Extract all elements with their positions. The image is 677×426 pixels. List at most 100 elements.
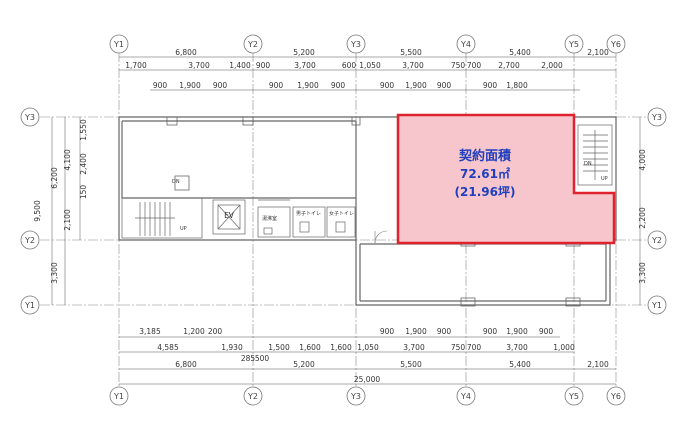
dim-bot3-3: 5,400 <box>509 360 531 369</box>
dim-right-0: 4,000 <box>638 149 647 171</box>
dim-top2-3: 900 <box>256 61 271 70</box>
dim-top2-10: 2,700 <box>498 61 520 70</box>
dim-top3-2: 900 <box>213 81 228 90</box>
axis-top-y5: Y5 <box>568 40 579 49</box>
bottom-axis-bubbles <box>109 386 626 406</box>
dim-bot2-2: 1,500 <box>268 343 290 352</box>
dim-top2-11: 2,000 <box>541 61 563 70</box>
dim-top2-4: 3,700 <box>294 61 316 70</box>
contract-area-tsubo: (21.96坪) <box>455 185 516 199</box>
contract-area-m2: 72.61㎡ <box>460 166 510 181</box>
dim-left-outer: 9,500 <box>33 200 42 222</box>
dim-bot3-2: 5,500 <box>400 360 422 369</box>
axis-top-y2: Y2 <box>247 40 258 49</box>
axis-top-y3: Y3 <box>350 40 361 49</box>
dim-top1-3: 5,400 <box>509 48 531 57</box>
axis-left-y2: Y2 <box>24 236 35 245</box>
dim-bot2b-1: 500 <box>255 354 270 363</box>
dim-top3-8: 900 <box>437 81 452 90</box>
dim-top3-6: 900 <box>380 81 395 90</box>
dim-left-in-3: 150 <box>79 185 88 200</box>
dim-top1-4: 2,100 <box>587 48 609 57</box>
stair-dn-label: DN <box>172 179 180 185</box>
axis-top-y1: Y1 <box>113 40 124 49</box>
dim-bot1-1: 1,200 <box>183 327 205 336</box>
dim-bot3-1: 5,200 <box>293 360 315 369</box>
dim-top3-7: 1,900 <box>405 81 427 90</box>
stair-up-label: UP <box>180 226 187 232</box>
dim-top3-3: 900 <box>269 81 284 90</box>
axis-top-y6: Y6 <box>610 40 621 49</box>
core-area <box>121 197 356 239</box>
left-axis-bubbles <box>20 107 40 315</box>
axis-left-y1: Y1 <box>24 301 35 310</box>
stair-right-up-label: UP <box>601 176 608 182</box>
dim-bot3-0: 6,800 <box>175 360 197 369</box>
toilet-f-label: 女子トイレ <box>329 210 354 217</box>
dim-right-1: 2,200 <box>638 207 647 229</box>
dim-top3-10: 1,800 <box>506 81 528 90</box>
dim-bot2-8: 700 <box>467 343 482 352</box>
dim-bot1-2: 200 <box>208 327 223 336</box>
stair-right <box>577 124 613 186</box>
axis-top-y4: Y4 <box>460 40 471 49</box>
toilet-m-label: 男子トイレ <box>296 210 321 217</box>
dim-total: 25,000 <box>354 375 380 384</box>
door-swing <box>374 230 388 244</box>
dim-top3-5: 900 <box>331 81 346 90</box>
dim-bot2-0: 4,585 <box>157 343 179 352</box>
dim-bot1-3: 900 <box>380 327 395 336</box>
dim-top2-8: 750 <box>451 61 466 70</box>
dim-top2-9: 700 <box>467 61 482 70</box>
dim-bot3-4: 2,100 <box>587 360 609 369</box>
dim-bot2-1: 1,930 <box>221 343 243 352</box>
dim-top2-6: 1,050 <box>359 61 381 70</box>
dim-top1-2: 5,500 <box>400 48 422 57</box>
axis-right-y2: Y2 <box>651 236 662 245</box>
dim-top2-2: 1,400 <box>229 61 251 70</box>
dim-bot1-4: 1,900 <box>405 327 427 336</box>
dim-bot1-7: 1,900 <box>506 327 528 336</box>
dim-bot2-6: 3,700 <box>403 343 425 352</box>
dim-bot2-7: 750 <box>451 343 466 352</box>
ev-label: EV <box>224 211 235 220</box>
dim-top1-1: 5,200 <box>293 48 315 57</box>
dim-bot2-10: 1,000 <box>553 343 575 352</box>
contract-area-highlight[interactable] <box>396 113 616 245</box>
dim-bot1-0: 3,185 <box>139 327 161 336</box>
dim-left-in-0: 1,550 <box>79 119 88 141</box>
axis-bottom-y3: Y3 <box>350 392 361 401</box>
axis-bottom-y2: Y2 <box>247 392 258 401</box>
axis-bottom-y5: Y5 <box>568 392 579 401</box>
dim-bot1-5: 900 <box>437 327 452 336</box>
axis-right-y3: Y3 <box>651 113 662 122</box>
dim-bot2-5: 1,050 <box>357 343 379 352</box>
dim-bot1-6: 900 <box>483 327 498 336</box>
dim-bot2-4: 1,600 <box>330 343 352 352</box>
dim-top2-0: 1,700 <box>125 61 147 70</box>
axis-right-y1: Y1 <box>651 301 662 310</box>
pantry-label: 湯沸室 <box>262 215 277 222</box>
axis-bottom-y6: Y6 <box>610 392 621 401</box>
stair-right-dn-label: DN <box>584 161 592 167</box>
dim-bot1-8: 900 <box>539 327 554 336</box>
dim-left-in-2: 2,400 <box>79 153 88 175</box>
dim-left-in-4: 2,100 <box>63 209 72 231</box>
dim-top3-4: 1,900 <box>297 81 319 90</box>
axis-bottom-y1: Y1 <box>113 392 124 401</box>
dim-top2-7: 3,700 <box>402 61 424 70</box>
dim-left-mid-0: 6,200 <box>50 167 59 189</box>
dim-bot2-3: 1,600 <box>299 343 321 352</box>
dim-top3-9: 900 <box>483 81 498 90</box>
dim-right-2: 3,300 <box>638 262 647 284</box>
dim-top2-5: 600 <box>342 61 357 70</box>
dim-top3-0: 900 <box>153 81 168 90</box>
dimension-lines <box>51 56 641 385</box>
axis-left-y3: Y3 <box>24 113 35 122</box>
axis-bottom-y4: Y4 <box>460 392 471 401</box>
dim-bot2b-0: 285 <box>241 354 256 363</box>
contract-title: 契約面積 <box>458 148 512 164</box>
dim-left-mid-1: 3,300 <box>50 262 59 284</box>
dim-bot2-9: 3,700 <box>506 343 528 352</box>
